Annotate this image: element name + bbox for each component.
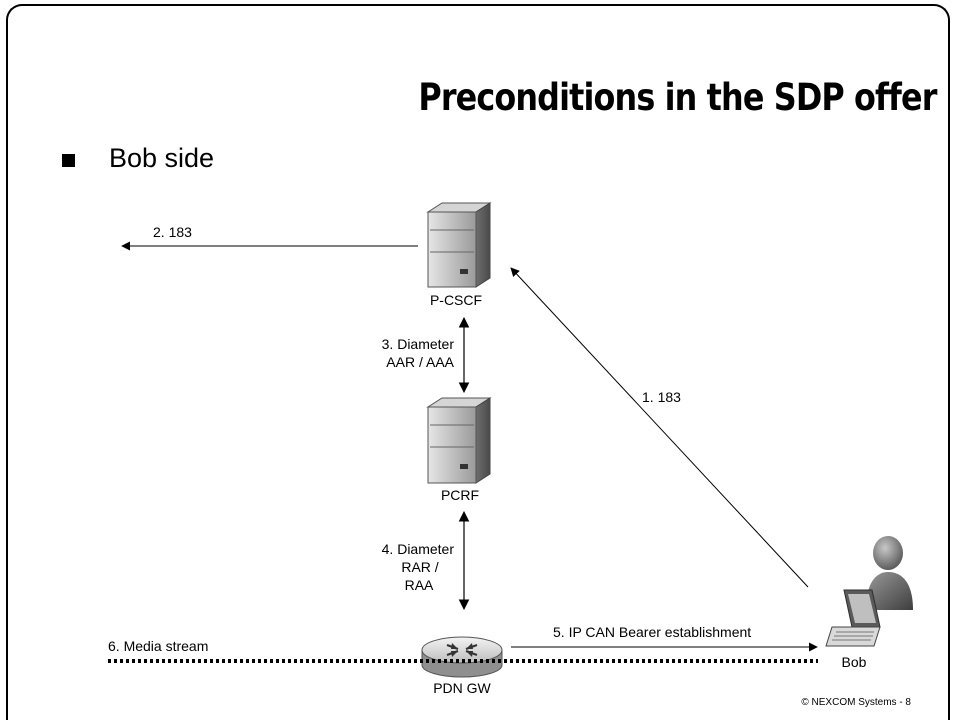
pcrf-label: PCRF (441, 487, 479, 503)
bob-label: Bob (842, 654, 867, 670)
slide-frame (6, 4, 950, 720)
msg1-arrow (510, 267, 809, 588)
page-title: Preconditions in the SDP offer (418, 76, 938, 119)
footer-copyright: © NEXCOM Systems - 8 (801, 697, 911, 708)
laptop-icon (825, 589, 881, 647)
pdngw-label: PDN GW (433, 680, 491, 696)
square-bullet-icon (62, 154, 75, 167)
msg4-label-line2: RAR / (401, 559, 438, 575)
msg4-label-line3: RAA (405, 577, 434, 593)
bob-user-icon (866, 536, 913, 610)
msg6-label: 6. Media stream (108, 638, 208, 654)
pdn-gw-router-icon (421, 636, 503, 678)
pcscf-label: P-CSCF (430, 292, 482, 308)
msg2-label: 2. 183 (153, 224, 192, 240)
msg3-label-line2: AAR / AAA (386, 354, 454, 370)
msg3-label-line1: 3. Diameter (382, 336, 455, 352)
msg1-label: 1. 183 (642, 389, 681, 405)
pcrf-server-icon (426, 397, 492, 484)
pcscf-server-icon (426, 202, 492, 288)
bullet-text: Bob side (109, 143, 215, 173)
msg4-label-line1: 4. Diameter (382, 541, 455, 557)
bullet-item: Bob side (62, 143, 214, 174)
msg5-label: 5. IP CAN Bearer establishment (553, 624, 751, 640)
